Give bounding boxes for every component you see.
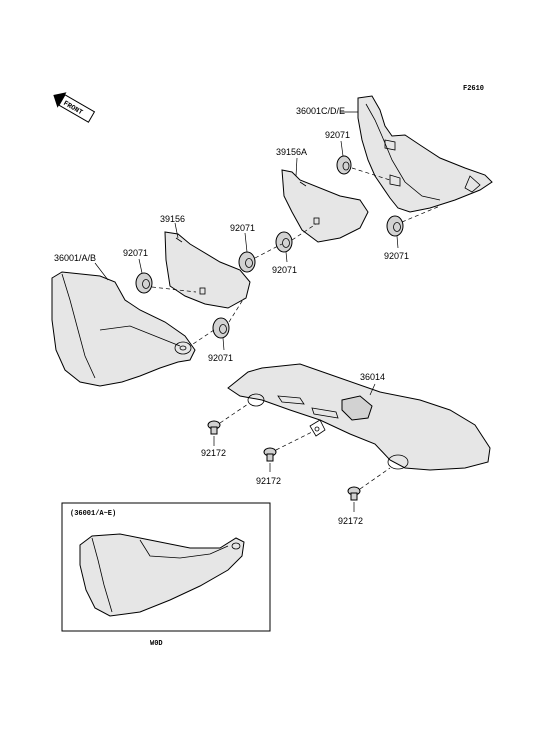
label-92172-c: 92172 bbox=[338, 516, 363, 526]
label-92071-d: 92071 bbox=[230, 223, 255, 233]
label-39156: 39156 bbox=[160, 214, 185, 224]
inset-caption: W0D bbox=[150, 640, 163, 648]
bolt-92172-c bbox=[347, 486, 361, 501]
inset-box: (36001/A~E) W0D bbox=[61, 502, 271, 648]
grommet-92071-d bbox=[238, 251, 256, 273]
label-39156A: 39156A bbox=[276, 147, 307, 157]
bolt-92172-a bbox=[207, 420, 221, 435]
inset-title: (36001/A~E) bbox=[70, 510, 116, 518]
grommet-92071-b bbox=[275, 231, 293, 253]
label-92071-c: 92071 bbox=[384, 251, 409, 261]
bracket-39156A bbox=[281, 169, 369, 243]
label-36001AB: 36001/A/B bbox=[54, 253, 96, 263]
label-92071-f: 92071 bbox=[208, 353, 233, 363]
grommet-92071-a bbox=[336, 155, 352, 175]
label-92071-e: 92071 bbox=[123, 248, 148, 258]
label-92071-a: 92071 bbox=[325, 130, 350, 140]
label-92071-b: 92071 bbox=[272, 265, 297, 275]
front-arrow-icon: FRONT bbox=[53, 92, 96, 123]
figure-code: F2610 bbox=[463, 85, 484, 93]
bracket-39156 bbox=[164, 231, 251, 309]
label-92172-a: 92172 bbox=[201, 448, 226, 458]
chain-cover bbox=[227, 363, 491, 471]
grommet-92071-e bbox=[135, 272, 153, 294]
side-cover-left bbox=[51, 271, 196, 387]
inset-side-cover bbox=[79, 533, 245, 617]
bolt-92172-b bbox=[263, 447, 277, 462]
label-36001CDE: 36001C/D/E bbox=[296, 106, 345, 116]
label-36014: 36014 bbox=[360, 372, 385, 382]
grommet-92071-c bbox=[386, 215, 404, 237]
label-92172-b: 92172 bbox=[256, 476, 281, 486]
side-cover-right bbox=[357, 95, 493, 213]
grommet-92071-f bbox=[212, 317, 230, 339]
